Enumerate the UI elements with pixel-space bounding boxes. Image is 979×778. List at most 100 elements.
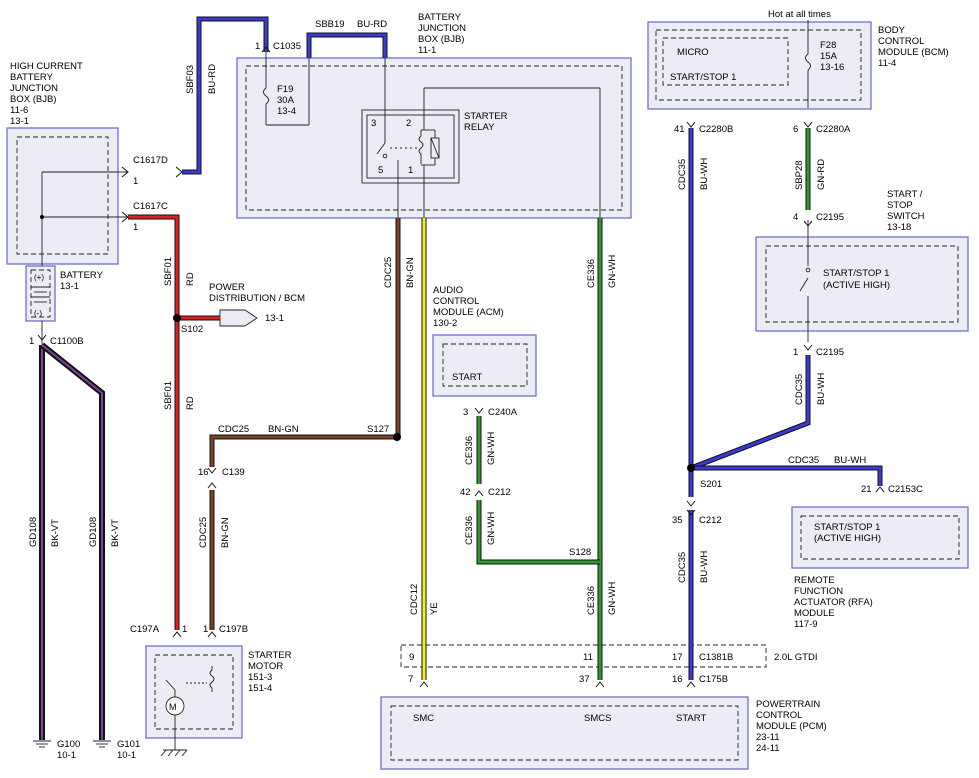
svg-text:C240A: C240A	[488, 407, 518, 418]
svg-text:BK-VT: BK-VT	[50, 519, 61, 547]
svg-text:JUNCTION: JUNCTION	[418, 23, 466, 34]
connector-chevrons	[37, 46, 885, 688]
svg-text:21: 21	[861, 484, 872, 495]
svg-text:C212: C212	[488, 487, 511, 498]
svg-text:3: 3	[463, 407, 468, 418]
ground-g101-label: G101 10-1	[117, 739, 140, 761]
wire-labels: SBF03 BU-RD SBB19 BU-RD SBF01 RD SBF01 R…	[28, 19, 866, 615]
svg-text:BOX (BJB): BOX (BJB)	[418, 34, 464, 45]
svg-text:(-): (-)	[34, 309, 42, 318]
svg-text:BATTERY: BATTERY	[60, 270, 104, 281]
wire-gd108	[33, 321, 111, 748]
svg-text:11: 11	[583, 652, 593, 663]
wire-cdc35	[687, 128, 883, 680]
svg-text:CONTROL: CONTROL	[433, 296, 479, 307]
svg-text:42: 42	[460, 487, 471, 498]
svg-text:G100: G100	[57, 739, 80, 750]
svg-text:RD: RD	[185, 272, 196, 286]
svg-text:CE336: CE336	[586, 259, 597, 288]
svg-text:SMCS: SMCS	[584, 713, 611, 724]
svg-text:1: 1	[133, 222, 138, 233]
svg-text:GN-WH: GN-WH	[607, 255, 618, 288]
svg-text:23-11: 23-11	[756, 732, 780, 743]
svg-text:C1035: C1035	[273, 41, 301, 52]
svg-text:CE336: CE336	[464, 516, 475, 545]
rfa-block: START/STOP 1 (ACTIVE HIGH)	[791, 506, 969, 569]
svg-text:C2280B: C2280B	[699, 124, 733, 135]
svg-text:30A: 30A	[277, 95, 295, 106]
svg-text:CONTROL: CONTROL	[756, 710, 802, 721]
starter-relay: 3 2 5 1	[361, 109, 460, 184]
svg-text:BN-GN: BN-GN	[268, 424, 299, 435]
svg-text:1: 1	[182, 624, 187, 635]
svg-text:BU-RD: BU-RD	[357, 19, 387, 30]
svg-text:C1100B: C1100B	[50, 336, 84, 347]
svg-text:130-2: 130-2	[433, 318, 457, 329]
svg-text:F19: F19	[277, 84, 293, 95]
svg-text:2: 2	[406, 118, 411, 129]
gtdi-bracket: 2.0L GTDI	[400, 644, 817, 668]
svg-text:POWER: POWER	[209, 282, 245, 293]
svg-text:13-18: 13-18	[887, 222, 911, 233]
svg-text:CE336: CE336	[586, 586, 597, 615]
svg-text:10-1: 10-1	[57, 750, 76, 761]
svg-text:17: 17	[672, 652, 683, 663]
svg-text:41: 41	[674, 124, 685, 135]
svg-text:JUNCTION: JUNCTION	[10, 83, 58, 94]
svg-text:STOP: STOP	[887, 200, 913, 211]
svg-text:BOX (BJB): BOX (BJB)	[10, 94, 56, 105]
bcm-block: MICRO START/STOP 1	[647, 21, 872, 110]
svg-text:SBF01: SBF01	[163, 257, 174, 286]
svg-text:C197B: C197B	[219, 624, 248, 635]
battery-block: (+) (-)	[25, 265, 56, 322]
svg-text:1: 1	[408, 165, 413, 176]
svg-text:CE336: CE336	[464, 436, 475, 465]
svg-text:RD: RD	[185, 396, 196, 410]
starter-motor-block: M	[145, 645, 243, 750]
svg-text:SBP28: SBP28	[794, 160, 805, 190]
svg-text:13-16: 13-16	[820, 62, 844, 73]
svg-text:1: 1	[255, 41, 260, 52]
ground-g100-label: G100 10-1	[57, 739, 80, 761]
svg-text:GN-WH: GN-WH	[486, 432, 497, 465]
svg-text:CONTROL: CONTROL	[878, 36, 924, 47]
svg-text:13-4: 13-4	[277, 106, 296, 117]
svg-text:BU-WH: BU-WH	[699, 158, 710, 190]
svg-text:13-1: 13-1	[10, 116, 29, 127]
svg-text:SWITCH: SWITCH	[887, 211, 925, 222]
svg-text:117-9: 117-9	[794, 619, 818, 630]
starter-relay-label: STARTER RELAY	[464, 111, 508, 133]
bjb-label: BATTERY JUNCTION BOX (BJB) 11-1	[418, 12, 466, 56]
svg-text:GD108: GD108	[28, 517, 39, 547]
svg-text:HIGH CURRENT: HIGH CURRENT	[10, 61, 83, 72]
svg-text:11-6: 11-6	[10, 105, 28, 116]
svg-text:CDC25: CDC25	[218, 424, 249, 435]
svg-text:C1617C: C1617C	[133, 201, 168, 212]
acm-block: START	[432, 334, 537, 397]
svg-text:BU-WH: BU-WH	[816, 373, 827, 405]
svg-text:C2195: C2195	[816, 212, 844, 223]
svg-text:S102: S102	[181, 324, 203, 335]
hcbjb-block	[6, 127, 119, 265]
svg-text:GD108: GD108	[88, 517, 99, 547]
pcm-label: POWERTRAIN CONTROL MODULE (PCM) 23-11 24…	[756, 699, 827, 754]
svg-text:STARTER: STARTER	[248, 650, 292, 661]
svg-text:BU-WH: BU-WH	[834, 455, 866, 466]
battery-label: BATTERY 13-1	[60, 270, 104, 292]
svg-text:CDC35: CDC35	[677, 552, 688, 583]
svg-text:BATTERY: BATTERY	[418, 12, 462, 23]
svg-text:CDC35: CDC35	[788, 455, 819, 466]
power-distribution-flag: 13-1 POWER DISTRIBUTION / BCM	[209, 282, 305, 327]
bcm-label: BODY CONTROL MODULE (BCM) 11-4	[878, 25, 949, 69]
svg-text:START: START	[452, 372, 482, 383]
svg-text:C139: C139	[222, 467, 245, 478]
fuse-f19: F19 30A 13-4	[263, 52, 310, 126]
svg-text:DISTRIBUTION / BCM: DISTRIBUTION / BCM	[209, 293, 305, 304]
svg-text:16: 16	[672, 674, 683, 685]
svg-text:BU-RD: BU-RD	[207, 64, 218, 94]
svg-text:S128: S128	[569, 547, 591, 558]
start-stop-switch-block: START/STOP 1 (ACTIVE HIGH)	[755, 236, 969, 332]
svg-text:GN-RD: GN-RD	[816, 159, 827, 190]
svg-text:CDC12: CDC12	[409, 584, 420, 615]
